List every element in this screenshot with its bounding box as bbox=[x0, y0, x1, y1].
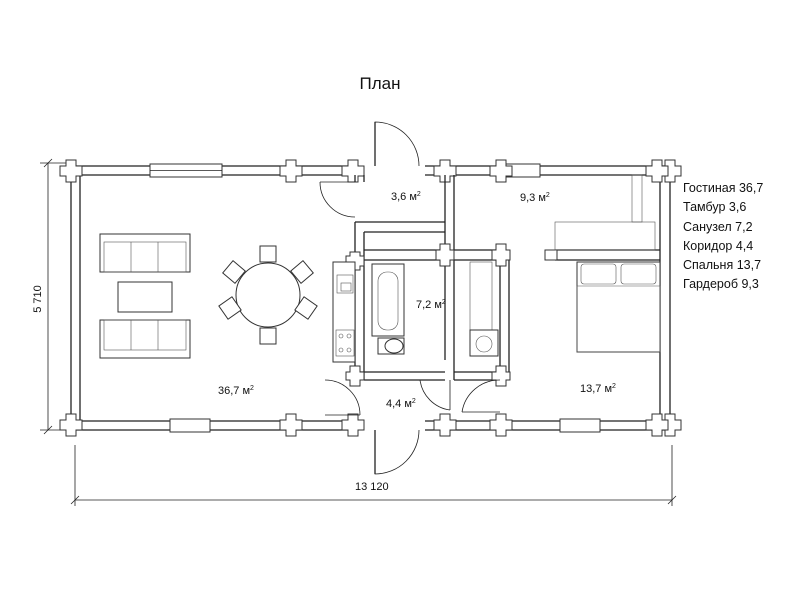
legend-item: Коридор 4,4 bbox=[683, 238, 754, 253]
room-area-corridor: 4,4 м2 bbox=[386, 398, 416, 410]
dimension-lines bbox=[40, 158, 677, 506]
bedroom-bed bbox=[576, 261, 661, 353]
interior-walls bbox=[345, 174, 660, 387]
plan-title: План bbox=[359, 74, 401, 93]
legend-item: Гостиная 36,7 bbox=[683, 181, 764, 195]
legend-item: Гардероб 9,3 bbox=[683, 277, 759, 292]
height-dimension: 5 710 bbox=[32, 285, 44, 313]
room-area-bedroom: 13,7 м2 bbox=[580, 383, 616, 395]
room-area-bathroom: 7,2 м2 bbox=[416, 299, 446, 311]
log-corners bbox=[59, 159, 682, 437]
room-area-living: 36,7 м2 bbox=[218, 385, 254, 397]
width-dimension: 13 120 bbox=[355, 481, 389, 493]
living-room-furniture bbox=[99, 233, 318, 359]
room-legend: Гостиная 36,7 Тамбур 3,6 Санузел 7,2 Кор… bbox=[683, 179, 763, 295]
legend-item: Тамбур 3,6 bbox=[683, 200, 747, 215]
legend-item: Санузел 7,2 bbox=[683, 219, 753, 234]
doors bbox=[319, 121, 501, 475]
room-area-vestibule: 3,6 м2 bbox=[391, 191, 421, 203]
kitchen-bathroom-fixtures bbox=[332, 261, 499, 363]
room-area-wardrobe: 9,3 м2 bbox=[520, 192, 550, 204]
legend-item: Спальня 13,7 bbox=[683, 258, 762, 273]
